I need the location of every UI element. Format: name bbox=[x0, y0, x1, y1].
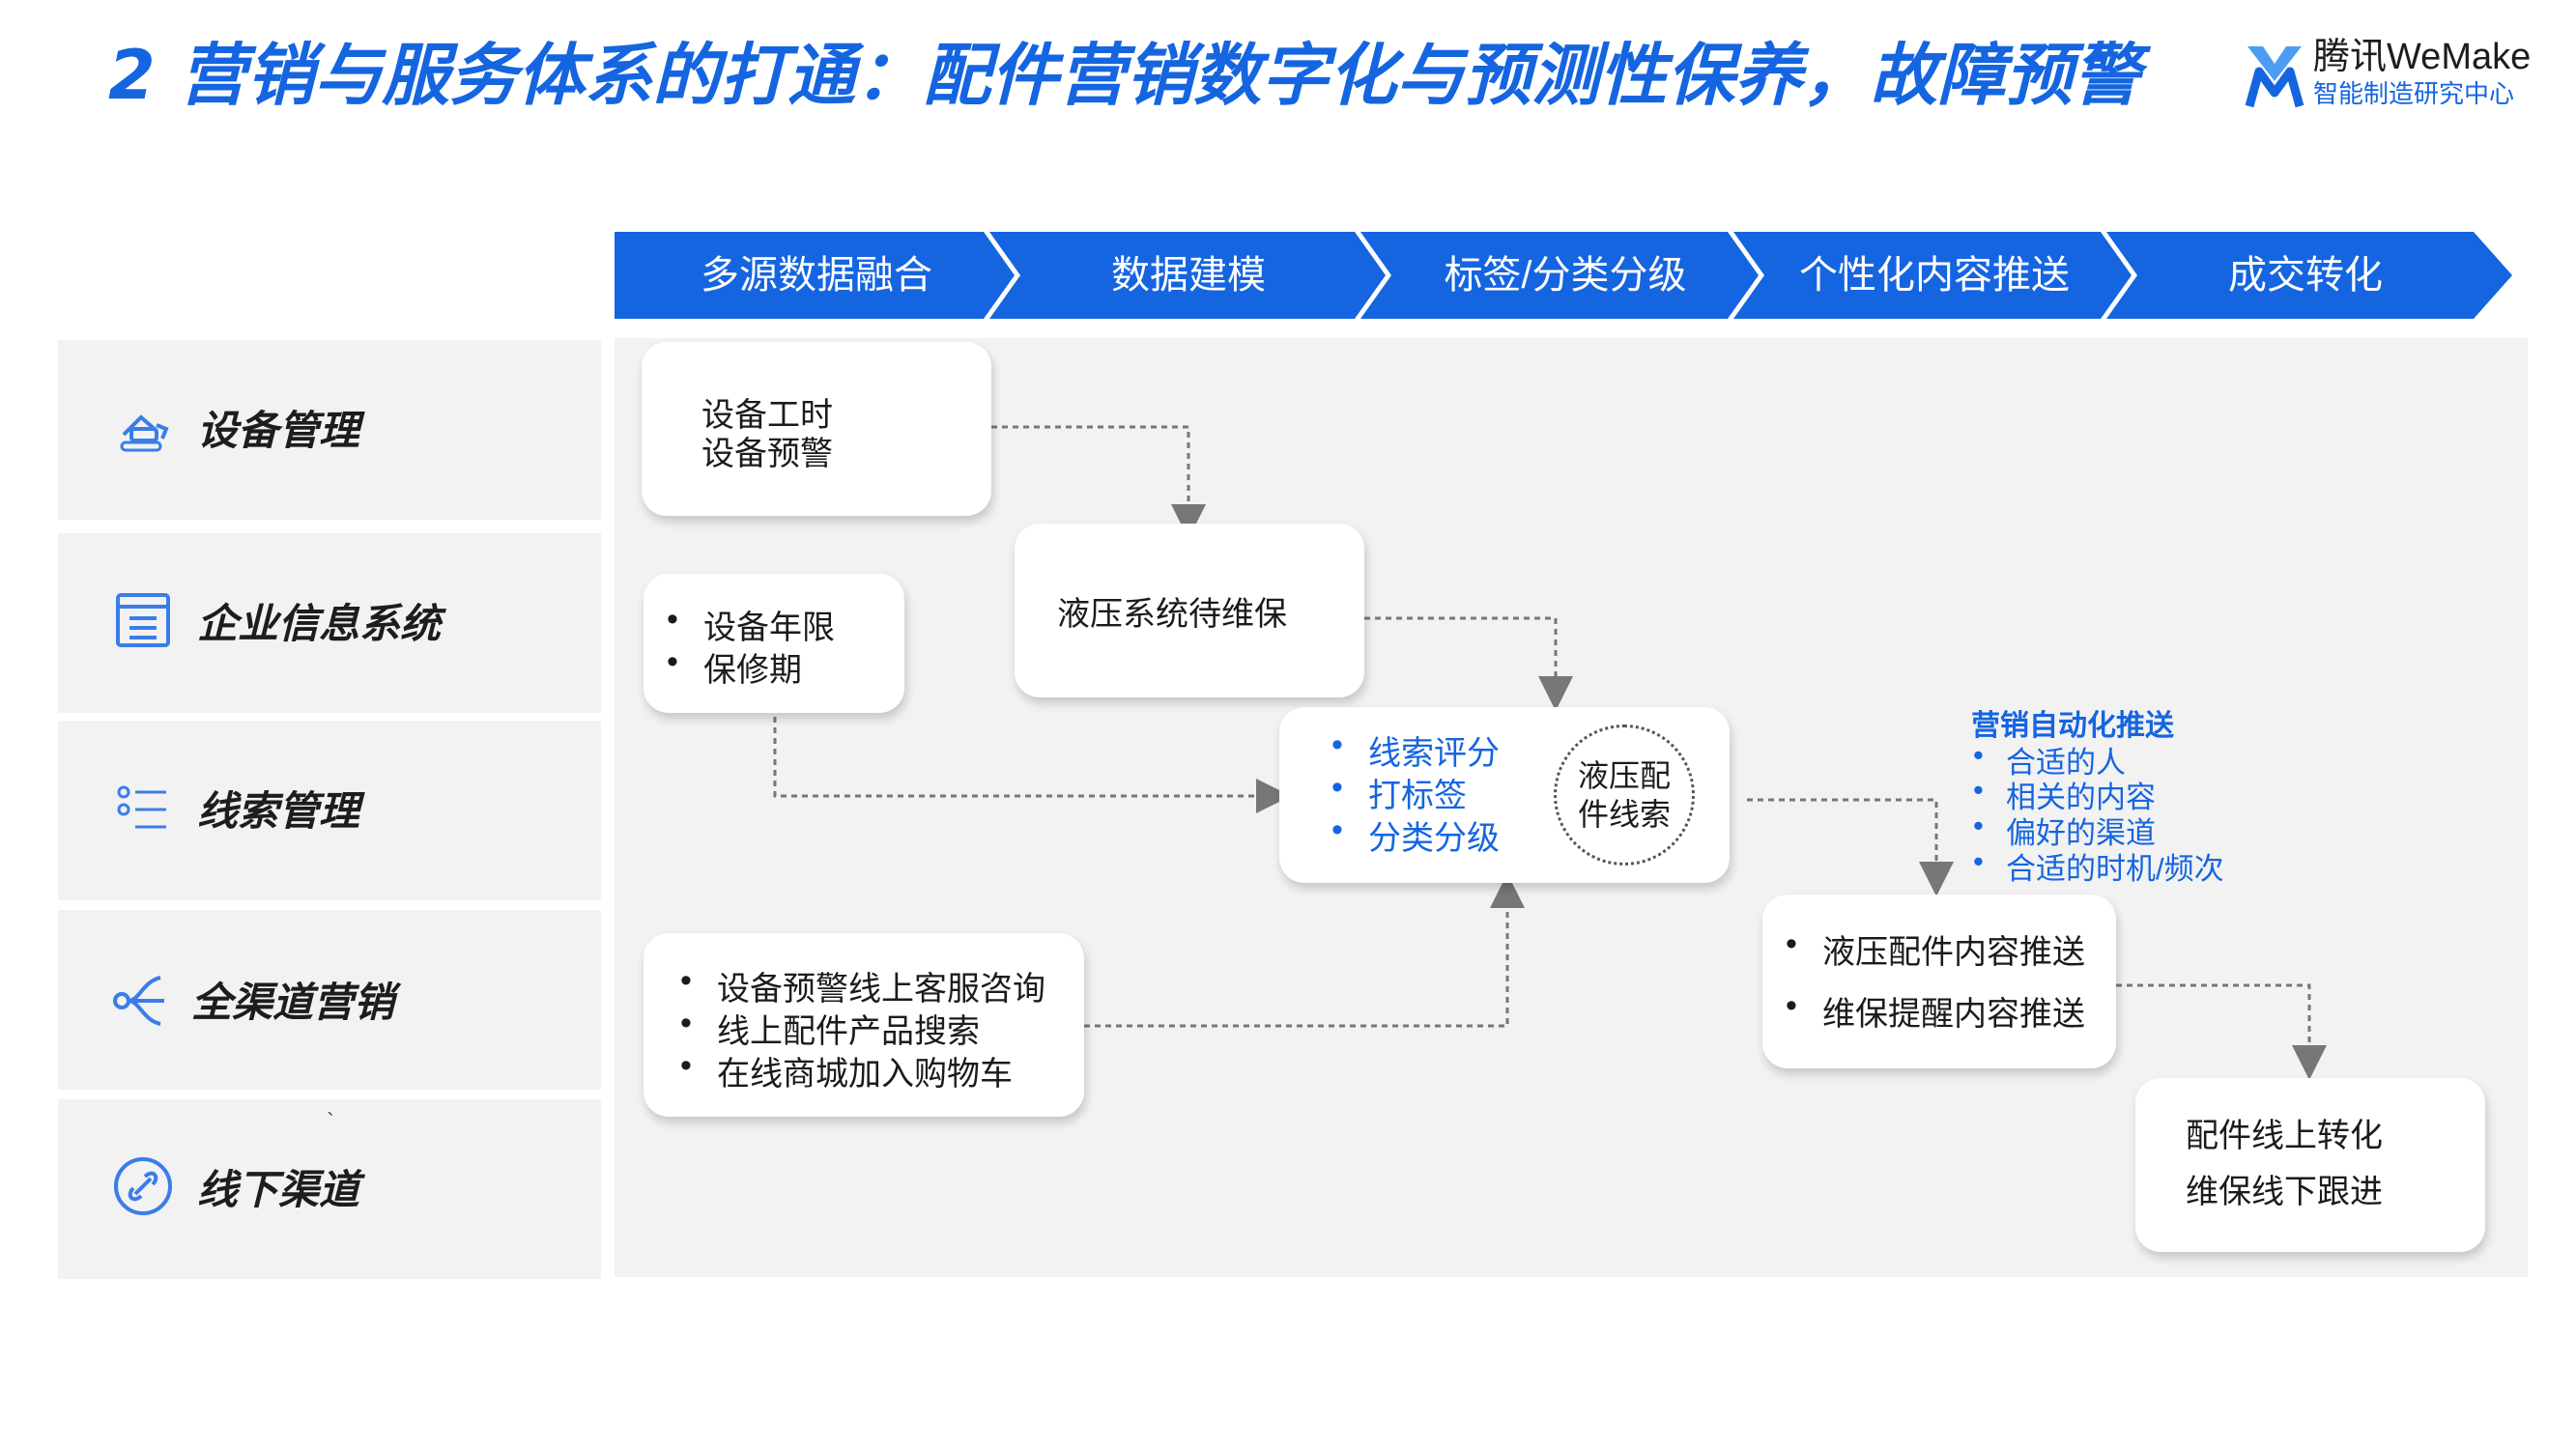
box-content-push: 液压配件内容推送 维保提醒内容推送 bbox=[1762, 895, 2116, 1068]
connector-age-to-leads bbox=[773, 717, 1291, 813]
page-title: 2 营销与服务体系的打通：配件营销数字化与预测性保养，故障预警 bbox=[108, 36, 2141, 115]
hydraulic-pending-text: 液压系统待维保 bbox=[1057, 596, 1287, 633]
online-signal-item-2: 线上配件产品搜索 bbox=[680, 1005, 980, 1052]
stage-label-tagging: 标签/分类分级 bbox=[1444, 254, 1687, 297]
annotation-title: 营销自动化推送 bbox=[1971, 710, 2174, 742]
connector-push-to-conversion bbox=[2116, 983, 2327, 1080]
wemake-logo-icon bbox=[2245, 46, 2304, 108]
list-icon bbox=[117, 785, 166, 829]
box-equipment-hours: 设备工时 设备预警 bbox=[642, 342, 991, 516]
row-omnichannel-marketing: 全渠道营销 bbox=[58, 910, 601, 1090]
row-enterprise-system: 企业信息系统 bbox=[58, 533, 601, 713]
connector-leads-to-push bbox=[1747, 798, 1954, 896]
lead-circle: 液压配 件线索 bbox=[1554, 724, 1695, 866]
content-push-item-1: 液压配件内容推送 bbox=[1786, 925, 2085, 973]
lead-circle-line-1: 液压配 bbox=[1577, 758, 1671, 793]
logo-name: 腾讯WeMake bbox=[2313, 37, 2532, 77]
stage-label-data-fusion: 多源数据融合 bbox=[701, 254, 932, 297]
equipment-age-item-1: 设备年限 bbox=[667, 601, 835, 648]
equipment-age-item-2: 保修期 bbox=[667, 643, 802, 691]
stage-label-conversion: 成交转化 bbox=[2228, 254, 2383, 297]
connector-hours-to-hydraulic bbox=[991, 425, 1206, 539]
box-hydraulic-pending: 液压系统待维保 bbox=[1015, 524, 1364, 697]
link-circle-icon bbox=[114, 1157, 172, 1215]
row-offline-channel: 线下渠道 bbox=[58, 1099, 601, 1279]
equipment-hours-line-1: 设备工时 bbox=[701, 397, 833, 434]
box-conversion: 配件线上转化 维保线下跟进 bbox=[2135, 1078, 2485, 1252]
conversion-line-2: 维保线下跟进 bbox=[2186, 1174, 2383, 1210]
box-lead-tags: 线索评分 打标签 分类分级 液压配 件线索 bbox=[1279, 707, 1730, 883]
online-signal-item-1: 设备预警线上客服咨询 bbox=[680, 962, 1045, 1009]
lead-circle-line-2: 件线索 bbox=[1577, 797, 1671, 832]
lead-tag-item-1: 线索评分 bbox=[1331, 726, 1500, 774]
lead-tag-item-3: 分类分级 bbox=[1331, 811, 1500, 859]
equipment-hours-line-2: 设备预警 bbox=[701, 436, 833, 472]
row-label-enterprise-system: 企业信息系统 bbox=[197, 601, 442, 646]
row-lead-management: 线索管理 bbox=[58, 721, 601, 900]
box-online-signals: 设备预警线上客服咨询 线上配件产品搜索 在线商城加入购物车 bbox=[644, 933, 1084, 1117]
connector-online-to-leads bbox=[1084, 873, 1525, 1028]
channel-branch-icon bbox=[113, 976, 164, 1026]
row-label-equipment: 设备管理 bbox=[197, 408, 360, 453]
annotation-item-4: 合适的时机/频次 bbox=[1973, 844, 2224, 888]
row-label-omnichannel: 全渠道营销 bbox=[191, 980, 395, 1025]
content-push-item-2: 维保提醒内容推送 bbox=[1786, 987, 2085, 1035]
stage-label-modeling: 数据建模 bbox=[1111, 254, 1266, 297]
wemake-logo: 腾讯WeMake 智能制造研究中心 bbox=[2244, 35, 2553, 116]
connector-hydraulic-to-leads bbox=[1364, 616, 1573, 711]
row-label-offline: 线下渠道 bbox=[197, 1167, 360, 1212]
row-equipment-management: 设备管理 bbox=[58, 340, 601, 520]
machine-icon bbox=[120, 414, 169, 452]
conversion-line-1: 配件线上转化 bbox=[2186, 1118, 2383, 1154]
box-equipment-age: 设备年限 保修期 bbox=[644, 574, 904, 713]
logo-subtitle: 智能制造研究中心 bbox=[2313, 79, 2515, 108]
stage-label-content-push: 个性化内容推送 bbox=[1799, 254, 2070, 297]
row-label-lead: 线索管理 bbox=[197, 788, 360, 834]
document-list-icon bbox=[116, 593, 170, 647]
stray-mark: ` bbox=[327, 1109, 334, 1135]
lead-tag-item-2: 打标签 bbox=[1331, 769, 1467, 816]
online-signal-item-3: 在线商城加入购物车 bbox=[680, 1047, 1013, 1094]
